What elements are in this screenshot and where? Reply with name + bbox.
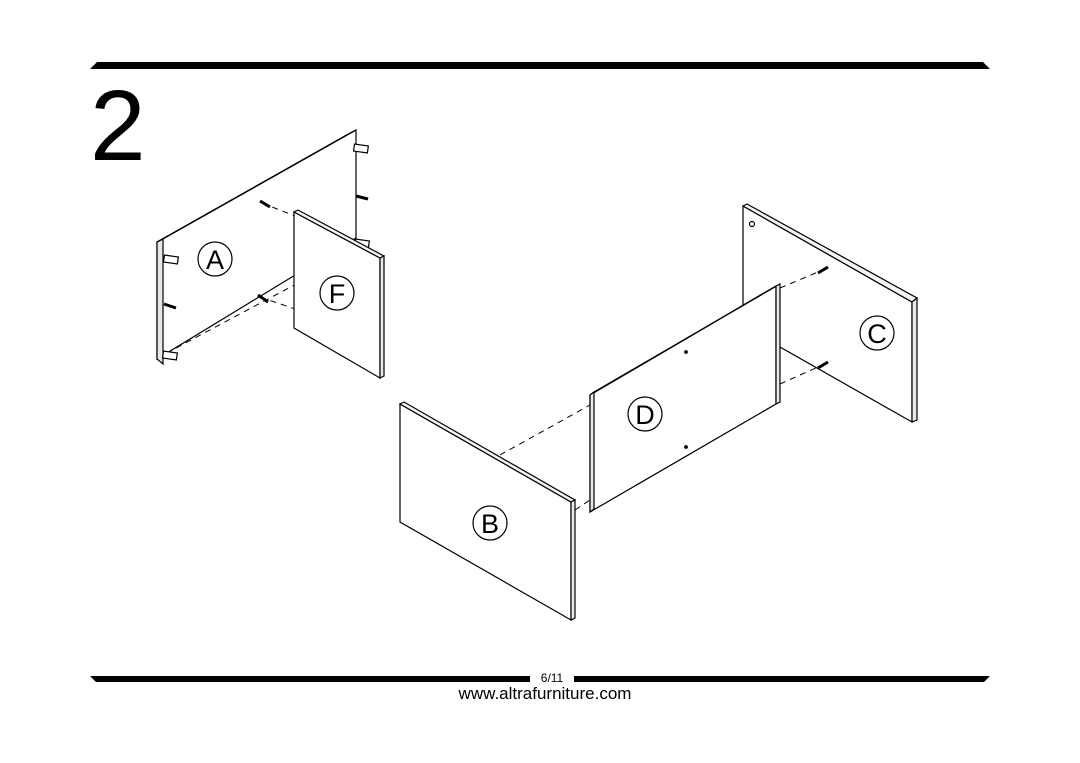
part-label-f: F <box>329 279 346 309</box>
label-circle-b <box>472 505 508 541</box>
panel-d <box>589 283 781 514</box>
website-url[interactable]: www.altrafurniture.com <box>458 684 632 703</box>
label-circle-a <box>197 241 233 277</box>
part-label-a: A <box>206 245 224 275</box>
top-rule <box>90 62 990 69</box>
page-number: 6/11 <box>530 671 574 685</box>
bottom-rule-left <box>90 676 530 682</box>
bottom-rule-right <box>574 676 990 682</box>
part-label-d: D <box>635 400 655 430</box>
label-circle-f <box>319 275 355 311</box>
part-label-b: B <box>481 509 499 539</box>
part-labels <box>197 241 895 541</box>
cam-screws-c <box>817 265 829 370</box>
label-circle-d <box>627 396 663 432</box>
step-number: 2 <box>90 70 146 182</box>
label-circle-c <box>859 315 895 351</box>
part-label-c: C <box>867 319 887 349</box>
guide-lines-d-c <box>779 271 819 385</box>
guide-lines-b-d <box>499 404 591 511</box>
panel-c <box>741 203 919 424</box>
panel-a <box>156 128 357 366</box>
